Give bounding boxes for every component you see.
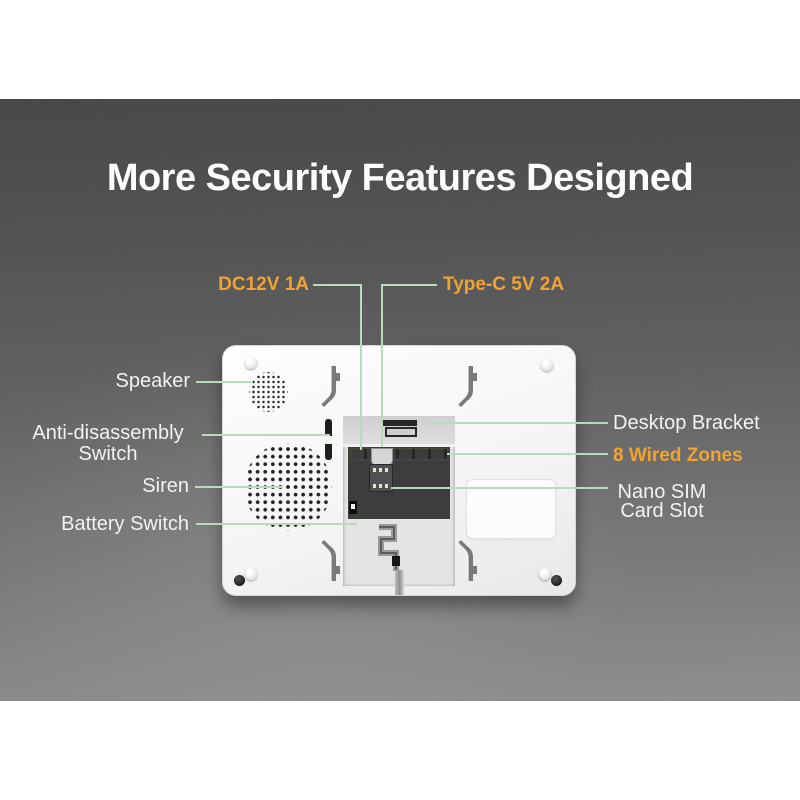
mount-foot-top-right bbox=[541, 359, 553, 371]
callout-line-anti-disassembly bbox=[202, 434, 330, 436]
label-desktop-bracket: Desktop Bracket bbox=[613, 412, 760, 434]
screw-bottom-right bbox=[551, 575, 562, 586]
cable-routing-channel bbox=[378, 524, 400, 571]
screw-bottom-left bbox=[234, 575, 245, 586]
page-title: More Security Features Designed bbox=[106, 157, 694, 199]
wall-mount-hook-bottom-left bbox=[320, 540, 340, 581]
sim-contact-pins-bottom bbox=[373, 484, 388, 488]
callout-line-desktop-bracket bbox=[431, 422, 608, 424]
battery-switch-lever bbox=[351, 504, 355, 509]
callout-line-dc-power bbox=[313, 284, 362, 286]
wall-mount-hook-top-right bbox=[457, 366, 477, 407]
callout-line-speaker bbox=[196, 381, 253, 383]
callout-line-type-c-drop bbox=[381, 284, 383, 447]
mount-foot-top-left bbox=[245, 357, 257, 369]
callout-line-nano-sim bbox=[391, 487, 608, 489]
wall-mount-hook-bottom-right bbox=[457, 540, 477, 581]
alarm-panel-back bbox=[222, 345, 576, 596]
cable-exit-slot bbox=[395, 570, 404, 595]
nano-sim-card-slot bbox=[369, 464, 393, 492]
callout-line-battery-switch bbox=[196, 523, 357, 525]
label-speaker: Speaker bbox=[115, 370, 191, 392]
wall-mount-hook-top-left bbox=[320, 366, 340, 407]
callout-line-dc-power-drop bbox=[360, 284, 362, 450]
label-anti-disassembly-switch: Anti-disassembly Switch bbox=[32, 422, 184, 465]
type-c-port bbox=[371, 448, 393, 465]
label-battery-switch: Battery Switch bbox=[61, 513, 189, 535]
wired-zone-terminal-block bbox=[350, 448, 448, 460]
speaker-grille bbox=[249, 372, 288, 412]
sim-contact-pins-top bbox=[373, 468, 388, 472]
label-wired-zones: 8 Wired Zones bbox=[613, 445, 743, 466]
label-type-c: Type-C 5V 2A bbox=[443, 274, 565, 295]
anti-disassembly-switch-lever bbox=[325, 436, 332, 444]
wiring-compartment bbox=[348, 447, 450, 519]
desktop-bracket-connector bbox=[385, 427, 417, 437]
label-dc-power: DC12V 1A bbox=[218, 274, 309, 295]
callout-line-wired-zones bbox=[447, 453, 608, 455]
desktop-bracket-slot bbox=[383, 420, 417, 426]
mount-foot-bottom-left bbox=[245, 568, 257, 580]
callout-line-type-c bbox=[382, 284, 437, 286]
label-nano-sim-card-slot: Nano SIM Card Slot bbox=[617, 481, 707, 522]
mount-foot-bottom-right bbox=[539, 568, 551, 580]
callout-line-siren bbox=[195, 486, 283, 488]
label-siren: Siren bbox=[142, 475, 189, 497]
